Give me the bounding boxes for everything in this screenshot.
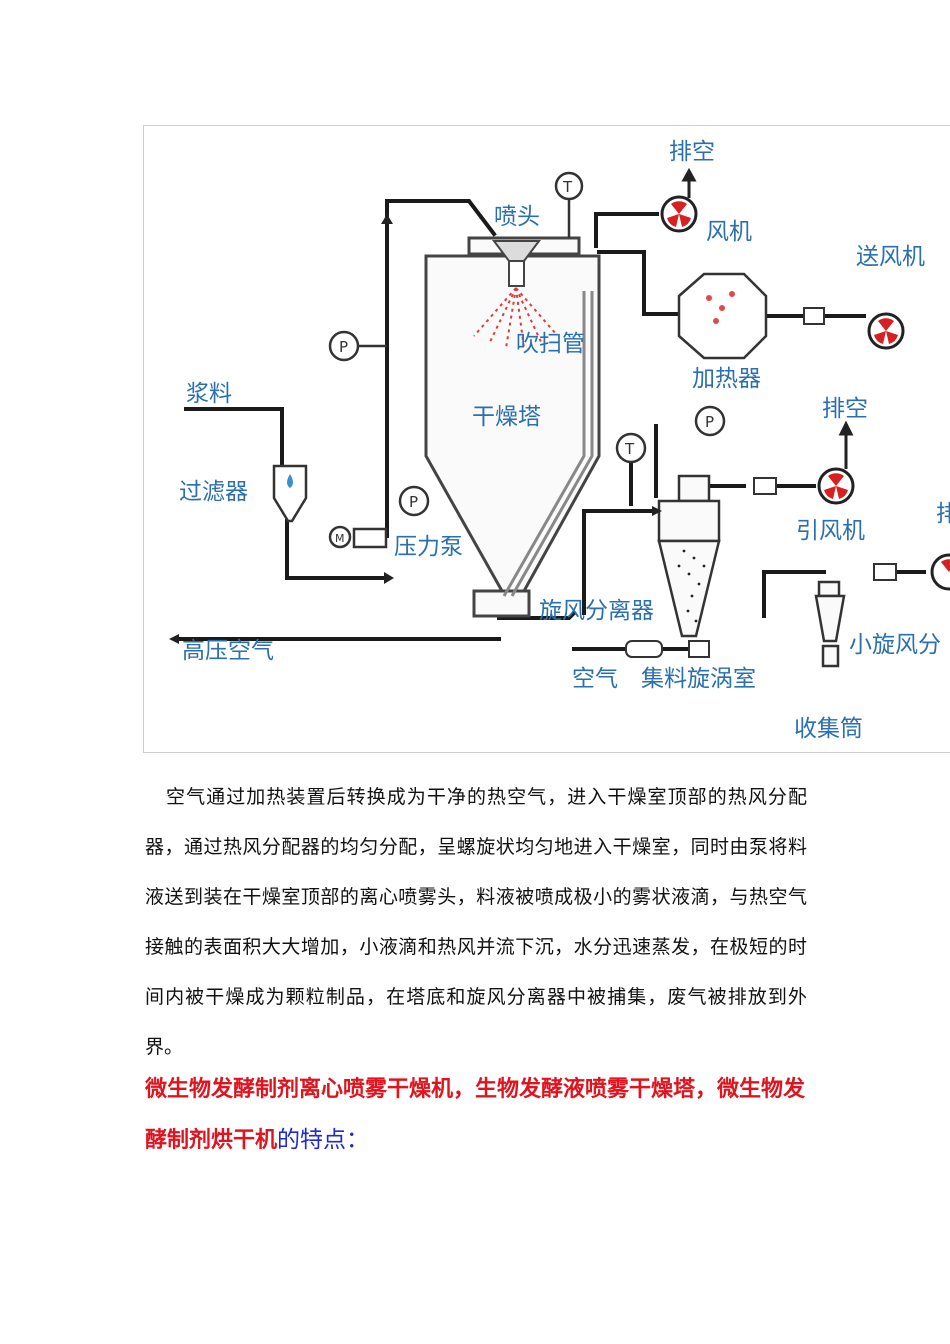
gauge-t-top: T (562, 178, 573, 196)
gauge-t-cyclone: T (624, 440, 635, 458)
cyclone-particles (677, 549, 706, 623)
fan-icon (660, 195, 698, 233)
label-fan: 风机 (706, 219, 752, 245)
label-high-pressure-air: 高压空气 (182, 638, 274, 664)
pressure-pump-body (352, 527, 388, 549)
tower-bottom-valve (472, 589, 531, 618)
filter-vessel (272, 464, 308, 523)
edge-fan-icon (930, 553, 950, 591)
heading-blue-text: 的特点： (277, 1127, 370, 1153)
small-cyclone-line (762, 570, 826, 618)
label-blow-pipe: 吹扫管 (516, 331, 585, 357)
slurry-pipe (184, 407, 284, 468)
label-induced-fan: 引风机 (796, 518, 865, 544)
label-air: 空气 (572, 666, 618, 692)
body-paragraph: 空气通过加热装置后转换成为干净的热空气，进入干燥室顶部的热风分配器，通过热风分配… (145, 786, 807, 1058)
label-exhaust-top: 排空 (669, 139, 715, 165)
gauge-p-pump: P (409, 493, 418, 511)
label-vortex-chamber: 集料旋涡室 (641, 666, 756, 692)
filter-droplet (287, 474, 293, 488)
cyclone-inlet-duct (582, 509, 656, 615)
spray-dryer-flow-diagram: T P P P T M (169, 139, 950, 742)
flow-arrows (169, 214, 662, 644)
temperature-gauge-cyclone (615, 432, 647, 464)
heater-body (677, 272, 768, 360)
label-slurry: 浆料 (186, 381, 232, 407)
pump-motor (328, 525, 352, 549)
motor-m: M (335, 532, 345, 545)
label-edge-char: 排 (936, 501, 950, 527)
filter-outlet-pipe (285, 519, 386, 580)
fan-icons (660, 195, 950, 591)
label-exhaust-mid: 排空 (822, 396, 868, 422)
blow-pipe-line (502, 291, 586, 597)
induced-fan-icon (817, 467, 855, 505)
cyclone-separator (657, 474, 721, 638)
supply-fan-icon (867, 312, 905, 350)
feed-pipe (385, 199, 497, 538)
spray-pattern (473, 287, 557, 349)
heading-red-text: 微生物发酵制剂离心喷雾干燥机，生物发酵液喷雾干燥塔，微生物发酵制剂烘干机 (145, 1077, 806, 1153)
label-filter: 过滤器 (179, 479, 248, 505)
exhaust-arrows (681, 167, 854, 469)
label-drying-tower: 干燥塔 (472, 404, 541, 430)
exhaust-duct (594, 212, 659, 248)
label-cyclone: 旋风分离器 (539, 598, 654, 624)
gauge-p-left: P (339, 338, 348, 356)
label-supply-fan: 送风机 (856, 244, 925, 270)
pressure-gauge-pump (398, 485, 430, 517)
label-pressure-pump: 压力泵 (394, 534, 463, 560)
hot-air-duct (597, 250, 681, 316)
gauge-p-cyclone: P (705, 413, 714, 431)
label-nozzle: 喷头 (494, 204, 540, 230)
pressure-gauge-cyclone (694, 405, 726, 437)
label-collector: 收集筒 (794, 716, 863, 742)
label-small-cyclone: 小旋风分 (849, 632, 941, 658)
label-heater: 加热器 (692, 366, 761, 392)
process-diagram: T P P P T M (143, 125, 950, 753)
small-cyclone (814, 580, 846, 668)
feature-heading: 微生物发酵制剂离心喷雾干燥机，生物发酵液喷雾干燥塔，微生物发酵制剂烘干机的特点： (145, 1064, 815, 1166)
tower-bottom-pipe (497, 610, 577, 620)
